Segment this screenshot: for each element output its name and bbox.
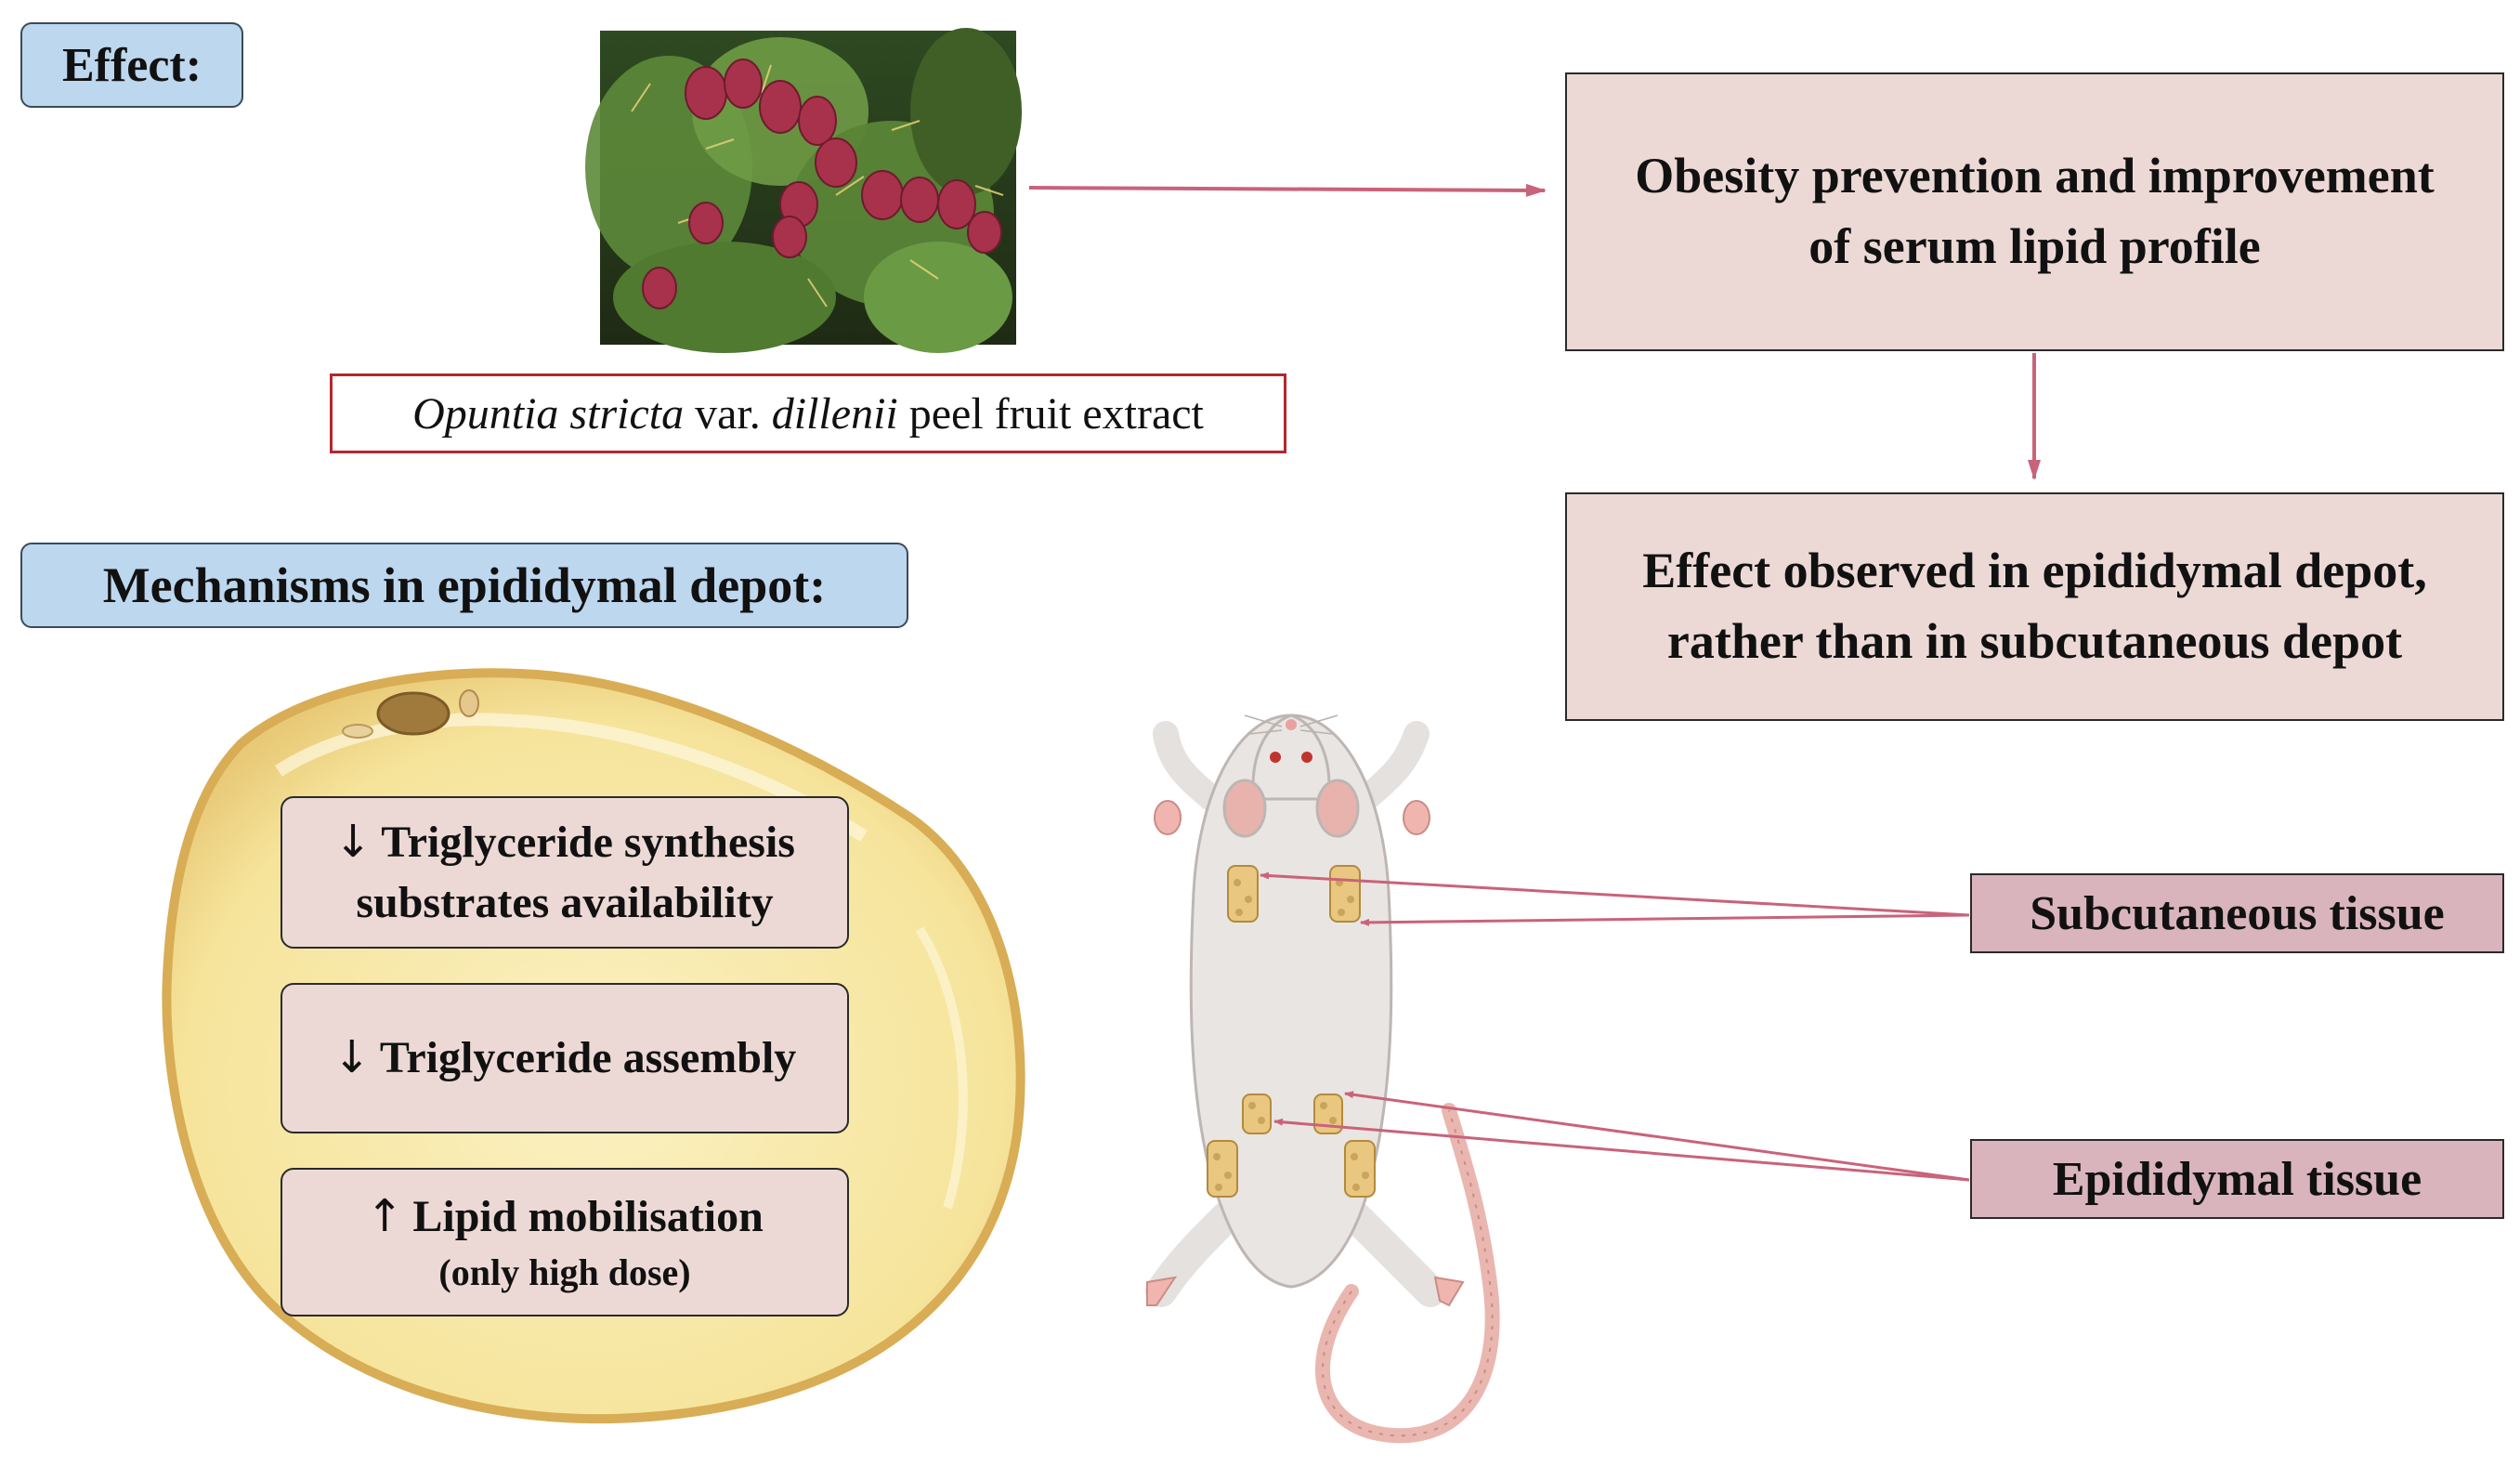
mechanism-1-line-1: Triglyceride synthesis — [381, 817, 795, 867]
mechanism-box-lipid-mobilisation: ↑Lipid mobilisation (only high dose) — [281, 1168, 849, 1316]
mechanism-2-line-1: Triglyceride assembly — [379, 1033, 797, 1083]
mechanism-box-triglyceride-assembly: ↓Triglyceride assembly — [281, 983, 849, 1133]
observation-box: Effect observed in epididymal depot, rat… — [1565, 492, 2504, 721]
extract-caption: Opuntia stricta var. dillenii peel fruit… — [330, 373, 1286, 453]
up-arrow-icon: ↑ — [366, 1190, 404, 1243]
species-name: Opuntia stricta — [412, 388, 685, 439]
extract-description: peel fruit extract — [897, 388, 1204, 439]
effect-outcome-line-2: of serum lipid profile — [1808, 218, 2261, 274]
rat-illustration — [1145, 714, 1500, 1444]
observation-line-2: rather than in subcutaneous depot — [1666, 613, 2403, 669]
cactus-photo — [585, 28, 1022, 353]
effect-outcome-line-1: Obesity prevention and improvement — [1635, 148, 2435, 204]
arrow-photo-to-effect — [1028, 183, 1547, 197]
mechanism-3-line-1: Lipid mobilisation — [412, 1192, 764, 1242]
effect-outcome-box: Obesity prevention and improvement of se… — [1565, 72, 2504, 351]
observation-line-1: Effect observed in epididymal depot, — [1642, 543, 2427, 599]
down-arrow-icon: ↓ — [334, 815, 372, 868]
variety-connector: var. — [684, 388, 772, 439]
tissue-arrows — [1260, 871, 1970, 1182]
subcutaneous-tissue-label: Subcutaneous tissue — [1970, 873, 2504, 953]
mechanism-box-triglyceride-substrates: ↓Triglyceride synthesis substrates avail… — [281, 796, 849, 949]
epididymal-tissue-label: Epididymal tissue — [1970, 1139, 2504, 1219]
effect-label: Effect: — [20, 22, 243, 108]
mechanisms-label: Mechanisms in epididymal depot: — [20, 543, 908, 628]
down-arrow-icon: ↓ — [333, 1031, 371, 1084]
mechanism-1-line-2: substrates availability — [356, 877, 774, 927]
mechanism-3-line-2: (only high dose) — [438, 1251, 691, 1293]
variety-name: dillenii — [771, 388, 898, 439]
